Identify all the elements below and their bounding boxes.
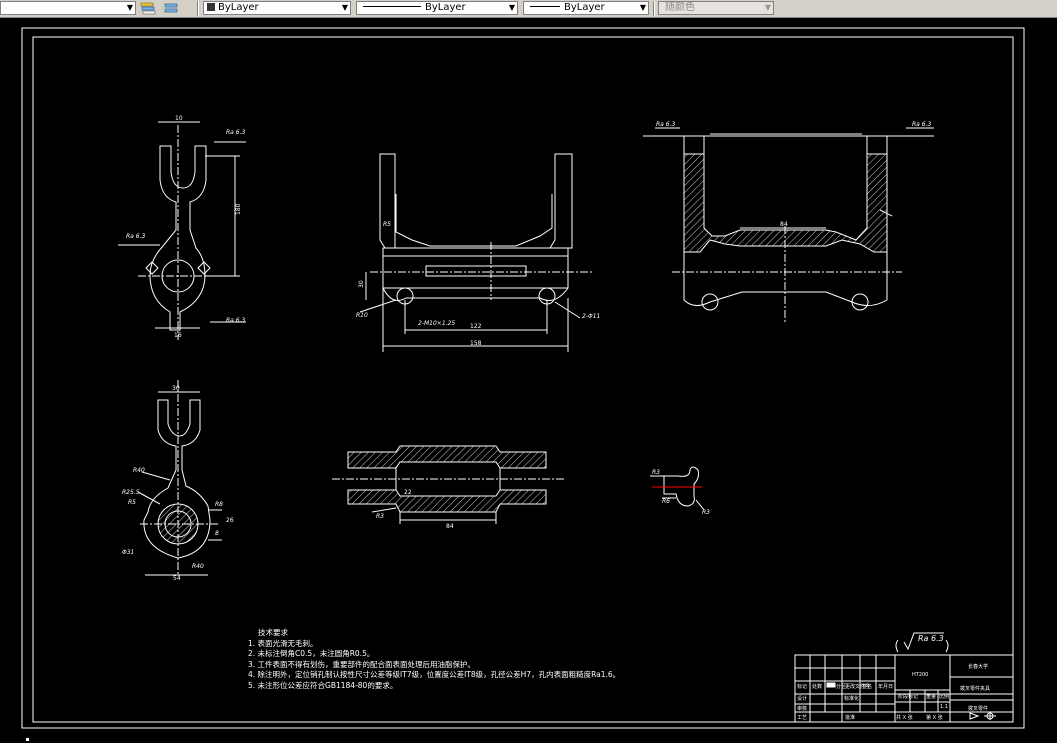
title-part-name: 拨叉零件夹具 <box>960 685 990 692</box>
section-view <box>643 127 934 322</box>
front-dim-r5: R5 <box>383 221 391 228</box>
chevron-down-icon: ▼ <box>508 3 515 12</box>
title-cell-a0: 标记 <box>797 683 807 690</box>
bottom-dim-8: 8 <box>215 530 219 537</box>
shaft-section-view <box>332 445 566 524</box>
chevron-down-icon: ▼ <box>764 3 771 12</box>
front-dim-30: 30 <box>358 280 365 288</box>
bottom-dim-phi31: Φ31 <box>122 549 134 556</box>
bottom-dim-r40-a: R40 <box>133 467 145 474</box>
title-cell-c0: 审核 <box>797 705 807 712</box>
note-item: 3. 工件表面不得有划伤，重要部件的配合面表面处理后用油脂保护。 <box>248 659 476 669</box>
title-school: 长春大学 <box>968 663 988 670</box>
front-hole-right: 2-Φ11 <box>582 313 600 320</box>
front-dim-158: 158 <box>470 340 482 347</box>
drawing-border-outer <box>21 27 1025 729</box>
chevron-down-icon: ▼ <box>341 3 348 12</box>
color-control-dropdown[interactable]: ByLayer ▼ <box>203 1 351 15</box>
note-item: 2. 未标注倒角C0.5，未注圆角R0.5。 <box>248 649 375 659</box>
general-roughness-symbol <box>895 632 949 653</box>
side-dim-10: 10 <box>175 115 183 122</box>
shaft-dim-22: 22 <box>404 489 412 496</box>
front-dim-r10: R10 <box>356 312 368 319</box>
linetype-control-dropdown[interactable]: ByLayer ▼ <box>356 1 518 15</box>
lineweight-preview <box>530 6 560 7</box>
front-hole-left: 2-M10×1.25 <box>418 320 455 327</box>
title-cell-a1: 处数 <box>812 683 822 690</box>
general-roughness-value: Ra 6.3 <box>918 634 944 643</box>
title-cell-b1: 标准化 <box>844 695 859 702</box>
notes-heading: 技术要求 <box>258 628 288 637</box>
title-sheet-number: 第 X 张 <box>926 714 943 721</box>
title-material: HT200 <box>912 672 928 678</box>
bottom-dim-r25: R25.5 <box>122 489 140 496</box>
side-roughness-3: Ra 6.3 <box>226 317 245 324</box>
color-value: ByLayer <box>218 2 259 13</box>
bottom-dim-r8: R8 <box>215 501 223 508</box>
crosshair-cursor <box>26 738 29 741</box>
bottom-dim-30: 30 <box>172 385 180 392</box>
title-cell-c2: 批准 <box>845 714 855 721</box>
note-item: 4. 除注明外，定位销孔制认按性尺寸公差等级IT7级，位置度公差IT8级，孔径公… <box>248 670 621 680</box>
section-dim-84-top: 84 <box>780 221 788 228</box>
side-dim-16: 16 <box>174 332 182 339</box>
title-cell-b2: 阶段标记 <box>898 693 918 700</box>
plotstyle-control-dropdown[interactable]: 随颜色 ▼ <box>658 1 774 15</box>
color-swatch-icon <box>207 3 215 11</box>
title-scale: 1:1 <box>940 704 948 710</box>
bottom-dim-26: 26 <box>226 517 234 524</box>
plotstyle-value: 随颜色 <box>665 2 695 13</box>
note-item: 5. 未注形位公差应符合GB1184-80的要求。 <box>248 680 398 690</box>
layer-states-icon[interactable] <box>140 1 156 16</box>
front-dim-122: 122 <box>470 323 482 330</box>
section-roughness-right: Ra 6.3 <box>912 121 931 128</box>
chevron-down-icon: ▼ <box>639 3 646 12</box>
chevron-down-icon: ▼ <box>126 3 133 12</box>
model-space-canvas[interactable]: 180 10 16 Ra 6.3 Ra 6.3 Ra 6.3 <box>0 17 1057 743</box>
bottom-dim-54: 54 <box>173 575 181 582</box>
toolbar-separator <box>197 1 199 16</box>
detail-dim-r3-b: R3 <box>702 509 710 516</box>
lineweight-value: ByLayer <box>564 2 605 13</box>
shaft-dim-r3: R3 <box>376 513 384 520</box>
title-cell-a4: 签名 <box>862 683 872 690</box>
front-view <box>359 153 592 352</box>
toolbar-separator <box>653 1 655 16</box>
title-cell-c1: 工艺 <box>797 715 807 721</box>
note-item: 1. 表面光滑无毛刺。 <box>248 638 318 648</box>
drawing-border-inner <box>32 36 1014 723</box>
linetype-preview <box>363 6 421 7</box>
title-cell-b4: 比例 <box>939 693 949 700</box>
properties-toolbar: ▼ ByLayer ▼ ByLayer ▼ ByLayer ▼ 随颜色 ▼ <box>0 0 1057 18</box>
detail-view <box>650 466 705 511</box>
layer-previous-icon[interactable] <box>163 1 179 16</box>
title-sheet-total: 共 X 张 <box>896 714 913 721</box>
title-cell-a2: 分区 <box>836 683 846 690</box>
previous-dropdown-tail[interactable]: ▼ <box>0 1 136 15</box>
bottom-fork-view <box>137 380 222 576</box>
detail-dim-r3-a: R3 <box>652 469 660 476</box>
title-cell-b0: 设计 <box>797 695 807 702</box>
detail-dim-r6: R6 <box>662 498 670 505</box>
bottom-dim-r5: R5 <box>128 499 136 506</box>
side-dim-180: 180 <box>235 203 242 215</box>
side-roughness-1: Ra 6.3 <box>226 129 245 136</box>
lineweight-control-dropdown[interactable]: ByLayer ▼ <box>523 1 649 15</box>
title-drawing-no: 拨叉零件 <box>968 705 988 712</box>
side-roughness-2: Ra 6.3 <box>126 233 145 240</box>
bottom-dim-r40-b: R40 <box>192 563 204 570</box>
shaft-dim-84: 84 <box>446 523 454 530</box>
side-view-fork <box>118 121 246 340</box>
title-block <box>794 654 1014 723</box>
section-roughness-left: Ra 6.3 <box>656 121 675 128</box>
technical-notes: 技术要求 1. 表面光滑无毛刺。 2. 未标注倒角C0.5，未注圆角R0.5。 … <box>248 628 620 692</box>
title-cell-a3: 更改文件号 <box>845 683 870 690</box>
title-cell-b3: 重量 <box>926 693 936 700</box>
linetype-value: ByLayer <box>425 2 466 13</box>
title-cell-a5: 年月日 <box>878 683 893 690</box>
